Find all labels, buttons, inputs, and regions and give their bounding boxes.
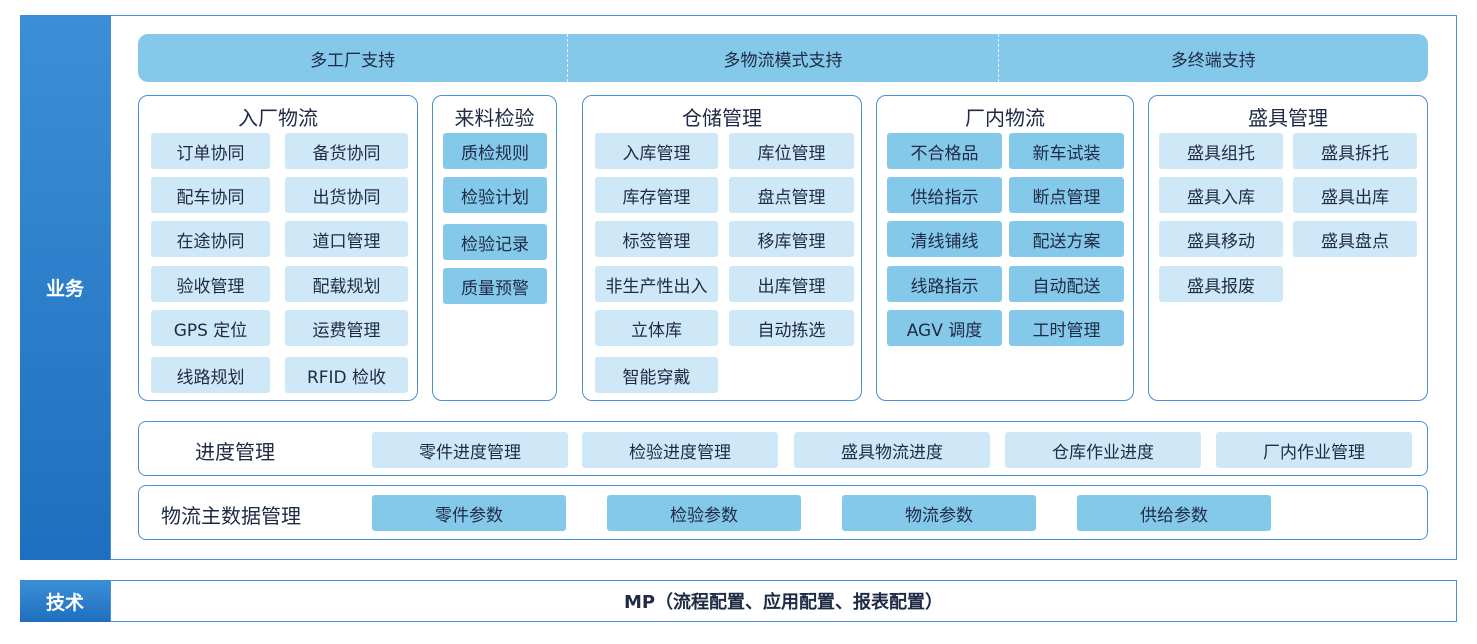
module-title: 来料检验 <box>454 106 535 130</box>
warehouse-management-module: 仓储管理 入库管理 库位管理 库存管理 盘点管理 标签管理 移库管理 非生产性出… <box>582 95 862 401</box>
support-multi-logistics-mode: 多物流模式支持 <box>567 34 997 82</box>
module-item: 质检规则 <box>443 133 547 169</box>
support-bar: 多工厂支持 多物流模式支持 多终端支持 <box>138 34 1428 82</box>
module-item: 盛具报废 <box>1159 266 1283 302</box>
module-item: 智能穿戴 <box>595 357 718 393</box>
module-title: 仓储管理 <box>682 106 762 130</box>
module-item: 移库管理 <box>729 221 854 257</box>
module-item: 盛具入库 <box>1159 177 1283 213</box>
container-management-module: 盛具管理 盛具组托 盛具拆托 盛具入库 盛具出库 盛具移动 盛具盘点 盛具报废 <box>1148 95 1428 401</box>
module-item: 断点管理 <box>1009 177 1124 213</box>
module-item: 运费管理 <box>285 310 408 346</box>
row-title: 进度管理 <box>195 440 275 464</box>
progress-item: 仓库作业进度 <box>1005 432 1201 468</box>
module-item: 盘点管理 <box>729 177 854 213</box>
module-item: 线路规划 <box>151 357 270 393</box>
master-data-item: 供给参数 <box>1077 495 1271 531</box>
master-data-item: 物流参数 <box>842 495 1036 531</box>
progress-item: 检验进度管理 <box>582 432 778 468</box>
module-item: 配载规划 <box>285 266 408 302</box>
module-item: GPS 定位 <box>151 310 270 346</box>
tech-layer-frame: MP（流程配置、应用配置、报表配置） <box>110 580 1457 622</box>
module-item: 验收管理 <box>151 266 270 302</box>
master-data-row: 物流主数据管理 零件参数 检验参数 物流参数 供给参数 <box>138 485 1428 540</box>
module-item: 清线铺线 <box>887 221 1002 257</box>
module-item: 标签管理 <box>595 221 718 257</box>
support-multi-factory: 多工厂支持 <box>310 50 396 71</box>
module-title: 厂内物流 <box>965 106 1045 130</box>
tech-layer-label: 技术 <box>20 580 110 622</box>
row-title: 物流主数据管理 <box>161 504 301 528</box>
module-item: 出货协同 <box>285 177 408 213</box>
progress-item: 盛具物流进度 <box>794 432 990 468</box>
module-item: 订单协同 <box>151 133 270 169</box>
module-item: AGV 调度 <box>887 310 1002 346</box>
module-item: 新车试装 <box>1009 133 1124 169</box>
progress-management-row: 进度管理 零件进度管理 检验进度管理 盛具物流进度 仓库作业进度 厂内作业管理 <box>138 421 1428 476</box>
business-layer-label: 业务 <box>20 15 110 560</box>
module-item: 自动拣选 <box>729 310 854 346</box>
module-item: 库位管理 <box>729 133 854 169</box>
module-item: 备货协同 <box>285 133 408 169</box>
module-item: RFID 检收 <box>285 357 408 393</box>
module-item: 入库管理 <box>595 133 718 169</box>
module-item: 盛具组托 <box>1159 133 1283 169</box>
module-item: 配车协同 <box>151 177 270 213</box>
master-data-item: 零件参数 <box>372 495 566 531</box>
module-item: 盛具移动 <box>1159 221 1283 257</box>
module-item: 立体库 <box>595 310 718 346</box>
module-item: 盛具出库 <box>1293 177 1417 213</box>
module-item: 检验记录 <box>443 224 547 260</box>
support-multi-terminal: 多终端支持 <box>997 34 1428 82</box>
module-item: 盛具盘点 <box>1293 221 1417 257</box>
in-plant-logistics-module: 厂内物流 不合格品 新车试装 供给指示 断点管理 清线铺线 配送方案 线路指示 … <box>876 95 1134 401</box>
incoming-inspection-module: 来料检验 质检规则 检验计划 检验记录 质量预警 <box>432 95 557 401</box>
module-item: 供给指示 <box>887 177 1002 213</box>
module-item: 工时管理 <box>1009 310 1124 346</box>
module-item: 检验计划 <box>443 177 547 213</box>
module-item: 出库管理 <box>729 266 854 302</box>
module-item: 库存管理 <box>595 177 718 213</box>
module-title: 入厂物流 <box>238 106 318 130</box>
module-item: 非生产性出入 <box>595 266 718 302</box>
module-item: 配送方案 <box>1009 221 1124 257</box>
module-item: 不合格品 <box>887 133 1002 169</box>
module-title: 盛具管理 <box>1248 106 1328 130</box>
module-item: 在途协同 <box>151 221 270 257</box>
module-item: 道口管理 <box>285 221 408 257</box>
module-item: 自动配送 <box>1009 266 1124 302</box>
module-item: 质量预警 <box>443 268 547 304</box>
master-data-item: 检验参数 <box>607 495 801 531</box>
module-item: 盛具拆托 <box>1293 133 1417 169</box>
inbound-logistics-module: 入厂物流 订单协同 备货协同 配车协同 出货协同 在途协同 道口管理 验收管理 … <box>138 95 418 401</box>
progress-item: 厂内作业管理 <box>1216 432 1412 468</box>
module-item: 线路指示 <box>887 266 1002 302</box>
progress-item: 零件进度管理 <box>372 432 568 468</box>
